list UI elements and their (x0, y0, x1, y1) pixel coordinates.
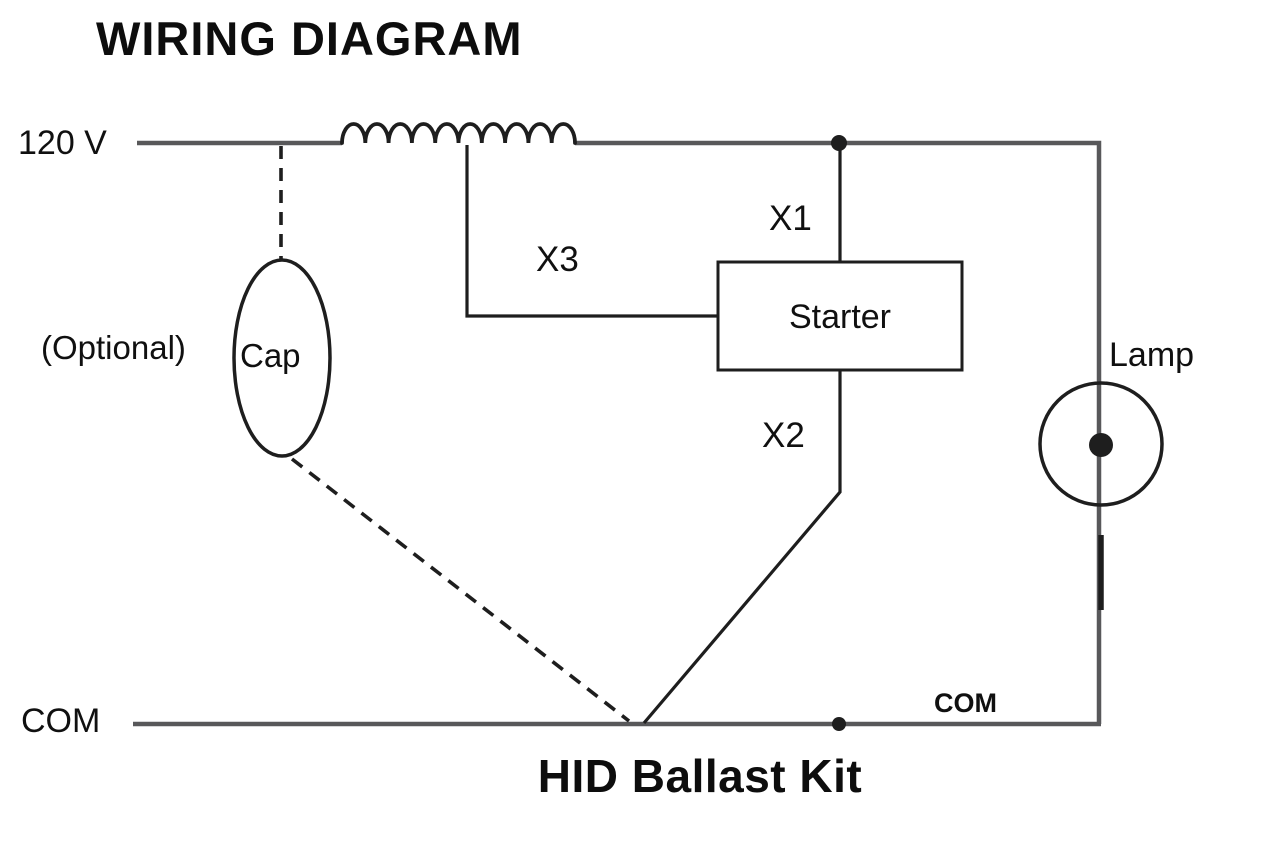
starter-box (716, 260, 964, 372)
lamp-circle-icon (1038, 381, 1164, 507)
x3-tap-wire (465, 145, 718, 318)
input-voltage-label: 120 V (18, 124, 107, 162)
top-junction-dot (831, 135, 847, 151)
com-right-label: COM (934, 688, 997, 718)
capacitor-label: Cap (240, 337, 301, 374)
capacitor-optional-note: (Optional) (41, 329, 186, 366)
x2-wire (642, 370, 842, 725)
inductor-coil-icon (340, 122, 577, 145)
lamp-center-dot (1089, 433, 1113, 457)
capacitor-dashed-lead-bottom (290, 457, 631, 723)
kit-title: HID Ballast Kit (537, 750, 863, 802)
bottom-junction-dot (832, 717, 846, 731)
diagram-title: WIRING DIAGRAM (96, 12, 523, 65)
terminal-x1-label: X1 (769, 199, 812, 238)
terminal-x3-label: X3 (536, 240, 579, 279)
starter-label: Starter (788, 298, 892, 336)
top-wire-right-and-lamp-wire (575, 140, 1102, 724)
capacitor-ellipse-icon (232, 258, 332, 458)
lamp-label: Lamp (1109, 336, 1195, 374)
terminal-x2-label: X2 (762, 416, 805, 455)
com-left-label: COM (21, 702, 101, 740)
